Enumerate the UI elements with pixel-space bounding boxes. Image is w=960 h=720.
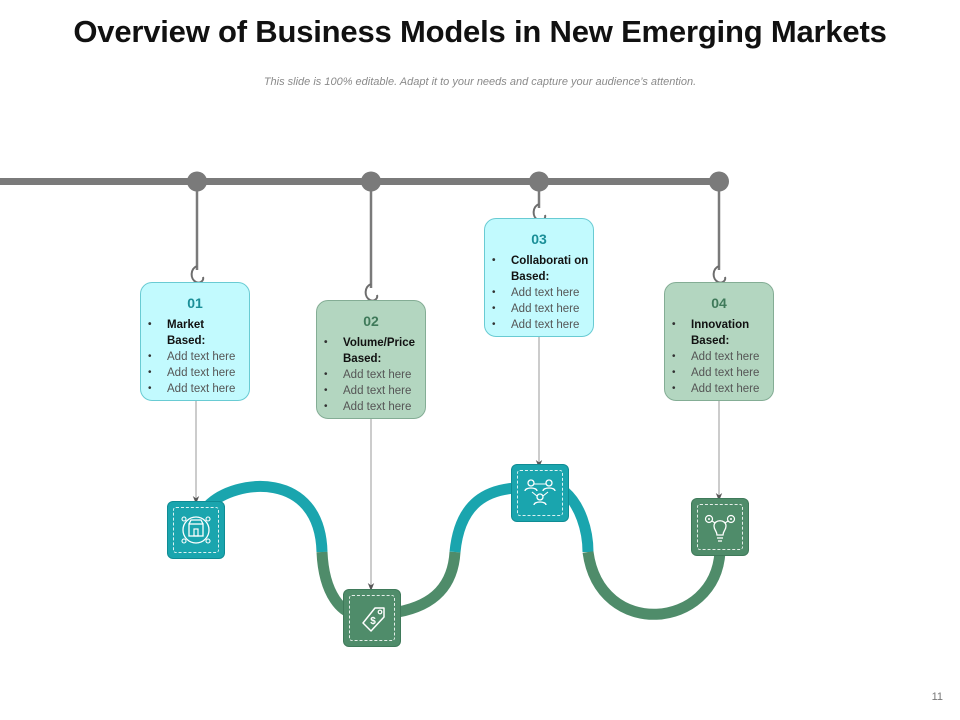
slide-subtitle: This slide is 100% editable. Adapt it to… xyxy=(263,76,697,88)
card-bullet: Add text here xyxy=(672,365,769,381)
icon-box-4 xyxy=(692,499,748,555)
card-bullet-list: Volume/Price Based: Add text here Add te… xyxy=(317,335,425,415)
card-bullet: Add text here xyxy=(672,349,769,365)
rail-node-2 xyxy=(361,171,381,192)
rail-node-4 xyxy=(709,171,729,192)
card-bullet: Add text here xyxy=(324,399,421,415)
card-bullet: Add text here xyxy=(492,317,589,333)
card-number: 01 xyxy=(187,295,203,311)
card-bullet: Add text here xyxy=(148,349,245,365)
card-heading: Market Based: xyxy=(148,317,245,349)
card-number: 04 xyxy=(711,295,727,311)
card-market-based: 01 Market Based: Add text here Add text … xyxy=(140,282,250,401)
wave-segment-1 xyxy=(204,480,328,553)
icon-box-1 xyxy=(168,502,224,558)
team-network-icon xyxy=(524,479,556,506)
card-heading: Innovation Based: xyxy=(672,317,769,349)
card-bullet: Add text here xyxy=(324,367,421,383)
wave-segment-5 xyxy=(561,487,594,553)
card-heading: Volume/Price Based: xyxy=(324,335,421,367)
price-tag-icon: $ xyxy=(362,607,385,632)
page-number: 11 xyxy=(931,691,943,703)
icon-box-2: $ xyxy=(344,590,400,646)
wave-segment-4 xyxy=(449,482,516,553)
card-bullet: Add text here xyxy=(492,285,589,301)
card-volume-price-based: 02 Volume/Price Based: Add text here Add… xyxy=(316,300,426,419)
svg-text:$: $ xyxy=(370,616,376,627)
lightbulb-gears-icon xyxy=(704,514,736,542)
rail-node-1 xyxy=(187,171,207,192)
card-number: 03 xyxy=(531,231,547,247)
card-heading: Collaborati on Based: xyxy=(492,253,589,285)
card-bullet-list: Collaborati on Based: Add text here Add … xyxy=(485,253,593,333)
storefront-icon xyxy=(181,516,211,544)
card-bullet: Add text here xyxy=(672,381,769,397)
wave-segment-6 xyxy=(582,551,726,620)
card-collaboration-based: 03 Collaborati on Based: Add text here A… xyxy=(484,218,594,337)
wave-segment-3 xyxy=(396,551,461,618)
icon-box-3 xyxy=(512,465,568,521)
card-innovation-based: 04 Innovation Based: Add text here Add t… xyxy=(664,282,774,401)
slide-title: Overview of Business Models in New Emerg… xyxy=(73,14,887,49)
card-bullet-list: Market Based: Add text here Add text her… xyxy=(141,317,249,397)
card-bullet: Add text here xyxy=(148,365,245,381)
card-number: 02 xyxy=(363,313,379,329)
card-bullet: Add text here xyxy=(492,301,589,317)
card-bullet-list: Innovation Based: Add text here Add text… xyxy=(665,317,773,397)
card-bullet: Add text here xyxy=(324,383,421,399)
card-bullet: Add text here xyxy=(148,381,245,397)
rail-node-3 xyxy=(529,171,549,192)
